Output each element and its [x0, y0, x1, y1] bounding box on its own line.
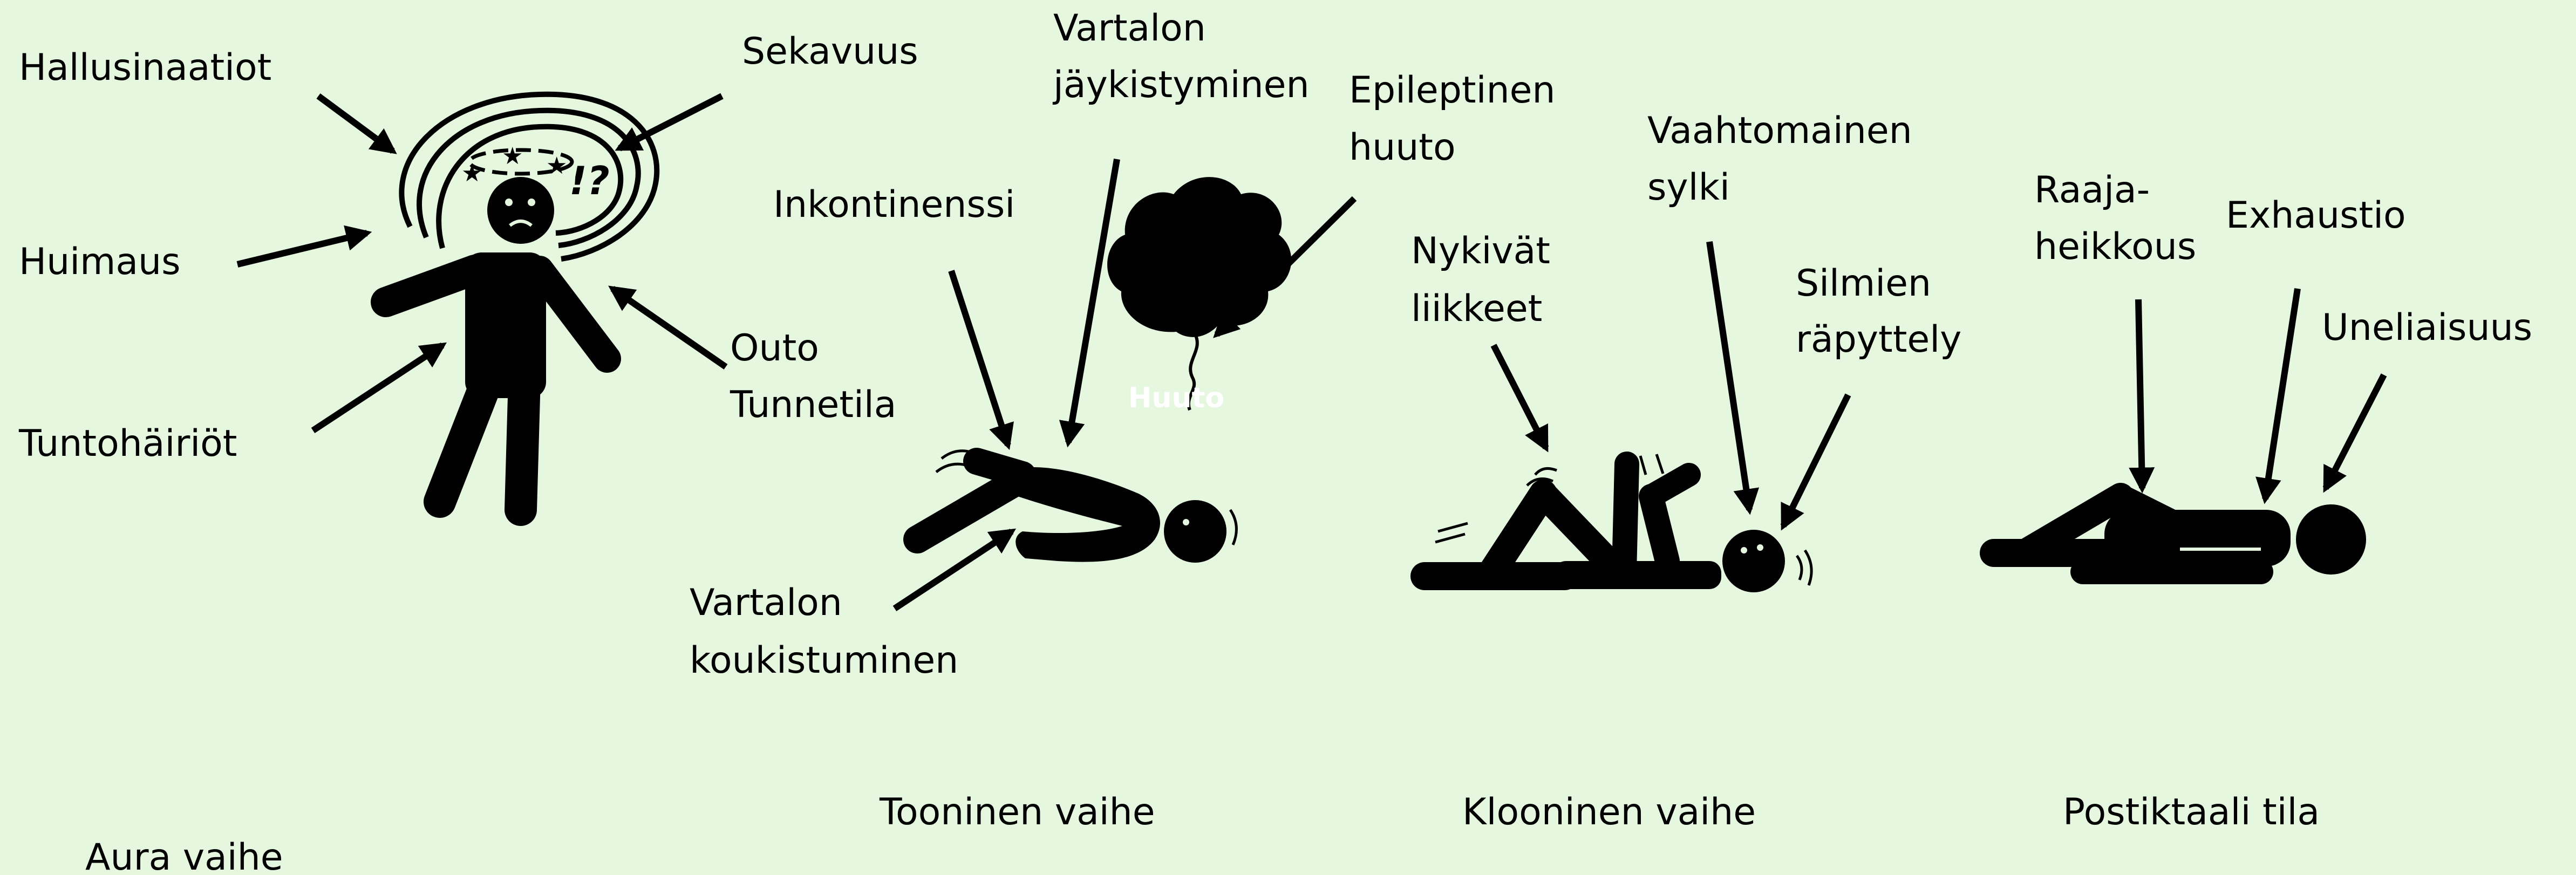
label-limb-weakness-line-2: heikkous — [2034, 225, 2196, 268]
label-odd-feeling-line-2: Tunnetila — [730, 384, 896, 426]
aura-phase: ★ ★ ★ !? Hallusinaatiot Sekavuus Huimaus… — [18, 30, 918, 875]
arrow-stiffening — [1068, 159, 1117, 442]
svg-text:★: ★ — [502, 142, 523, 170]
svg-text:★: ★ — [461, 160, 482, 187]
postictal-lying-body-icon — [1994, 496, 2366, 575]
arrow-foam — [1709, 242, 1749, 510]
phase-title-clonic: Klooninen vaihe — [1462, 791, 1756, 833]
phase-title-tonic: Tooninen vaihe — [879, 791, 1155, 833]
arrow-hallucinations — [318, 96, 393, 151]
label-jerking-line-2: liikkeet — [1411, 288, 1542, 330]
arrow-blinking — [1783, 395, 1848, 526]
label-blinking-line-1: Silmien — [1796, 262, 1931, 305]
phase-title-aura: Aura vaihe — [85, 836, 283, 875]
arrow-limb-weakness — [2138, 299, 2142, 488]
standing-person-icon — [386, 177, 607, 510]
label-arching-line-1: Vartalon — [690, 582, 842, 624]
arrow-sensory — [313, 345, 442, 430]
label-confusion: Sekavuus — [742, 30, 918, 73]
scream-bubble-icon: Huuto — [1107, 177, 1291, 414]
arrow-odd-feeling — [612, 289, 726, 367]
clonic-jerking-body-icon — [1425, 454, 1811, 592]
tonic-arched-body-icon — [917, 451, 1236, 563]
label-blinking-line-2: räpyttely — [1796, 318, 1961, 361]
label-sensory: Tuntohäiriöt — [18, 422, 237, 465]
label-exhaustion: Exhaustio — [2226, 194, 2406, 237]
label-odd-feeling-line-1: Outo — [730, 327, 819, 370]
arrow-jerking — [1494, 345, 1546, 448]
label-jerking-line-1: Nykivät — [1411, 230, 1550, 272]
label-limb-weakness-line-1: Raaja- — [2034, 169, 2150, 211]
phase-title-postictal: Postiktaali tila — [2063, 791, 2320, 833]
postictal-phase: Raaja- heikkous Exhaustio Uneliaisuus Po… — [1994, 169, 2532, 833]
label-dizziness: Huimaus — [19, 241, 181, 283]
arrow-incontinence — [951, 271, 1008, 445]
label-foam-line-1: Vaahtomainen — [1647, 110, 1912, 152]
label-arching-line-2: koukistuminen — [690, 639, 958, 682]
arrow-dizziness — [237, 233, 367, 264]
arrow-drowsiness — [2326, 375, 2384, 488]
label-stiffening-line-2: jäykistyminen — [1052, 64, 1310, 106]
clonic-phase: Nykivät liikkeet Vaahtomainen sylki Silm… — [1411, 110, 1961, 833]
arrow-exhaustion — [2265, 289, 2298, 499]
label-hallucinations: Hallusinaatiot — [19, 46, 271, 89]
head-symbol: !? — [569, 158, 610, 203]
label-scream-line-1: Epileptinen — [1349, 69, 1556, 112]
bubble-text: Huuto — [1128, 382, 1224, 414]
label-scream-line-2: huuto — [1349, 126, 1456, 169]
label-incontinence: Inkontinenssi — [773, 183, 1015, 226]
label-drowsiness: Uneliaisuus — [2322, 306, 2532, 349]
label-foam-line-2: sylki — [1647, 166, 1730, 209]
label-stiffening-line-1: Vartalon — [1053, 7, 1206, 50]
svg-text:★: ★ — [546, 152, 567, 180]
